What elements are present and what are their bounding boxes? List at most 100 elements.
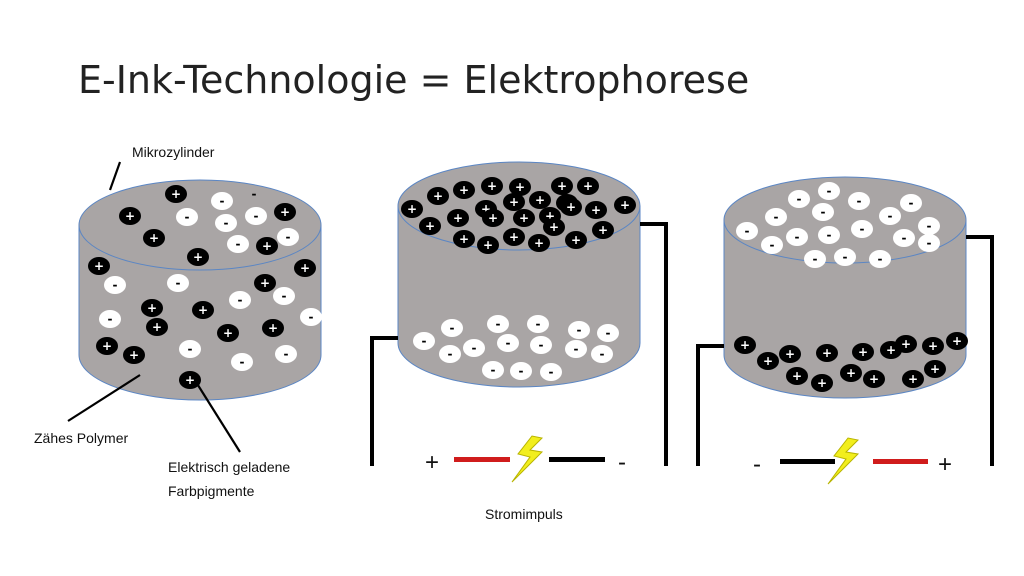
negative-particle: - <box>786 228 808 246</box>
positive-charge-sign: + <box>147 301 157 315</box>
negative-charge-sign: - <box>843 250 848 264</box>
negative-charge-sign: - <box>254 209 259 223</box>
positive-charge-sign: + <box>886 343 896 357</box>
positive-charge-sign: + <box>930 362 940 376</box>
negative-particle: - <box>804 250 826 268</box>
negative-charge-sign: - <box>577 323 582 337</box>
positive-charge-sign: + <box>487 179 497 193</box>
positive-particle: + <box>503 193 525 211</box>
positive-particle: + <box>165 185 187 203</box>
positive-particle: + <box>254 274 276 292</box>
positive-charge-sign: + <box>817 376 827 390</box>
positive-charge-sign: + <box>785 347 795 361</box>
negative-particle: - <box>231 353 253 371</box>
positive-particle: + <box>543 218 565 236</box>
negative-particle: - <box>211 192 233 210</box>
negative-particle: - <box>788 190 810 208</box>
positive-particle: + <box>585 201 607 219</box>
positive-charge-sign: + <box>571 233 581 247</box>
negative-charge-sign: - <box>286 230 291 244</box>
positive-particle: + <box>119 207 141 225</box>
positive-particle: + <box>88 257 110 275</box>
negative-particle: - <box>851 220 873 238</box>
negative-particle: - <box>277 228 299 246</box>
positive-charge-sign: + <box>952 334 962 348</box>
negative-charge-sign: - <box>236 237 241 251</box>
positive-particle: + <box>141 299 163 317</box>
positive-charge-sign: + <box>740 338 750 352</box>
wire-middle-right <box>640 222 668 466</box>
positive-charge-sign: + <box>488 211 498 225</box>
negative-charge-sign: - <box>549 365 554 379</box>
charged-particles: + + + + + + + + + + + + + + + + + + + + + + + + + + + + + + + + + + + + + + + +… <box>88 177 968 392</box>
negative-charge-sign: - <box>574 342 579 356</box>
negative-particle: - <box>439 345 461 363</box>
negative-particle: - <box>273 287 295 305</box>
positive-particle: + <box>840 364 862 382</box>
negative-charge-sign: - <box>496 317 501 331</box>
positive-particle: + <box>852 343 874 361</box>
negative-charge-sign: - <box>745 224 750 238</box>
electrode-right-left-sign: - <box>753 451 761 478</box>
positive-particle: + <box>528 234 550 252</box>
positive-charge-sign: + <box>534 236 544 250</box>
negative-charge-sign: - <box>774 210 779 224</box>
negative-charge-sign: - <box>450 321 455 335</box>
positive-charge-sign: + <box>535 193 545 207</box>
positive-particle: + <box>614 196 636 214</box>
wires <box>370 222 994 466</box>
positive-particle: + <box>592 221 614 239</box>
negative-particle: - <box>736 222 758 240</box>
positive-charge-sign: + <box>125 209 135 223</box>
positive-charge-sign: + <box>583 179 593 193</box>
negative-charge-sign: - <box>813 252 818 266</box>
wire-right-left <box>696 344 724 466</box>
positive-particle: + <box>551 177 573 195</box>
negative-charge-sign: - <box>309 310 314 324</box>
positive-particle: + <box>146 318 168 336</box>
positive-charge-sign: + <box>598 223 608 237</box>
negative-charge-sign: - <box>600 347 605 361</box>
negative-particle: - <box>227 235 249 253</box>
positive-particle: + <box>453 181 475 199</box>
negative-charge-sign: - <box>491 363 496 377</box>
negative-particle: - <box>761 236 783 254</box>
positive-charge-sign: + <box>407 202 417 216</box>
negative-particle: - <box>812 203 834 221</box>
negative-particle: - <box>497 334 519 352</box>
positive-charge-sign: + <box>545 209 555 223</box>
negative-charge-sign: - <box>188 342 193 356</box>
negative-charge-sign: - <box>113 278 118 292</box>
positive-particle: + <box>560 198 582 216</box>
positive-charge-sign: + <box>198 303 208 317</box>
positive-particle: + <box>779 345 801 363</box>
label-mikrozylinder: Mikrozylinder <box>132 144 215 160</box>
positive-charge-sign: + <box>515 180 525 194</box>
positive-particle: + <box>922 337 944 355</box>
lightning-bolt-icon <box>511 435 543 483</box>
positive-charge-sign: + <box>459 232 469 246</box>
positive-wire-segment <box>873 459 928 464</box>
negative-particle: - <box>900 194 922 212</box>
negative-particle: - <box>176 208 198 226</box>
positive-particle: + <box>256 237 278 255</box>
negative-charge-sign: - <box>448 347 453 361</box>
positive-particle: + <box>274 203 296 221</box>
positive-charge-sign: + <box>792 369 802 383</box>
negative-particle: - <box>918 234 940 252</box>
positive-charge-sign: + <box>549 220 559 234</box>
negative-particle: - <box>565 340 587 358</box>
electrode-middle-right-sign: - <box>618 449 626 476</box>
positive-particle: + <box>123 346 145 364</box>
negative-particle: - <box>510 362 532 380</box>
negative-charge-sign: - <box>827 184 832 198</box>
positive-particle: + <box>262 319 284 337</box>
positive-particle: + <box>734 336 756 354</box>
positive-charge-sign: + <box>129 348 139 362</box>
label-stromimpuls: Stromimpuls <box>485 506 563 522</box>
negative-particle: - <box>893 229 915 247</box>
positive-particle: + <box>427 187 449 205</box>
negative-particle: - <box>540 363 562 381</box>
positive-charge-sign: + <box>268 321 278 335</box>
